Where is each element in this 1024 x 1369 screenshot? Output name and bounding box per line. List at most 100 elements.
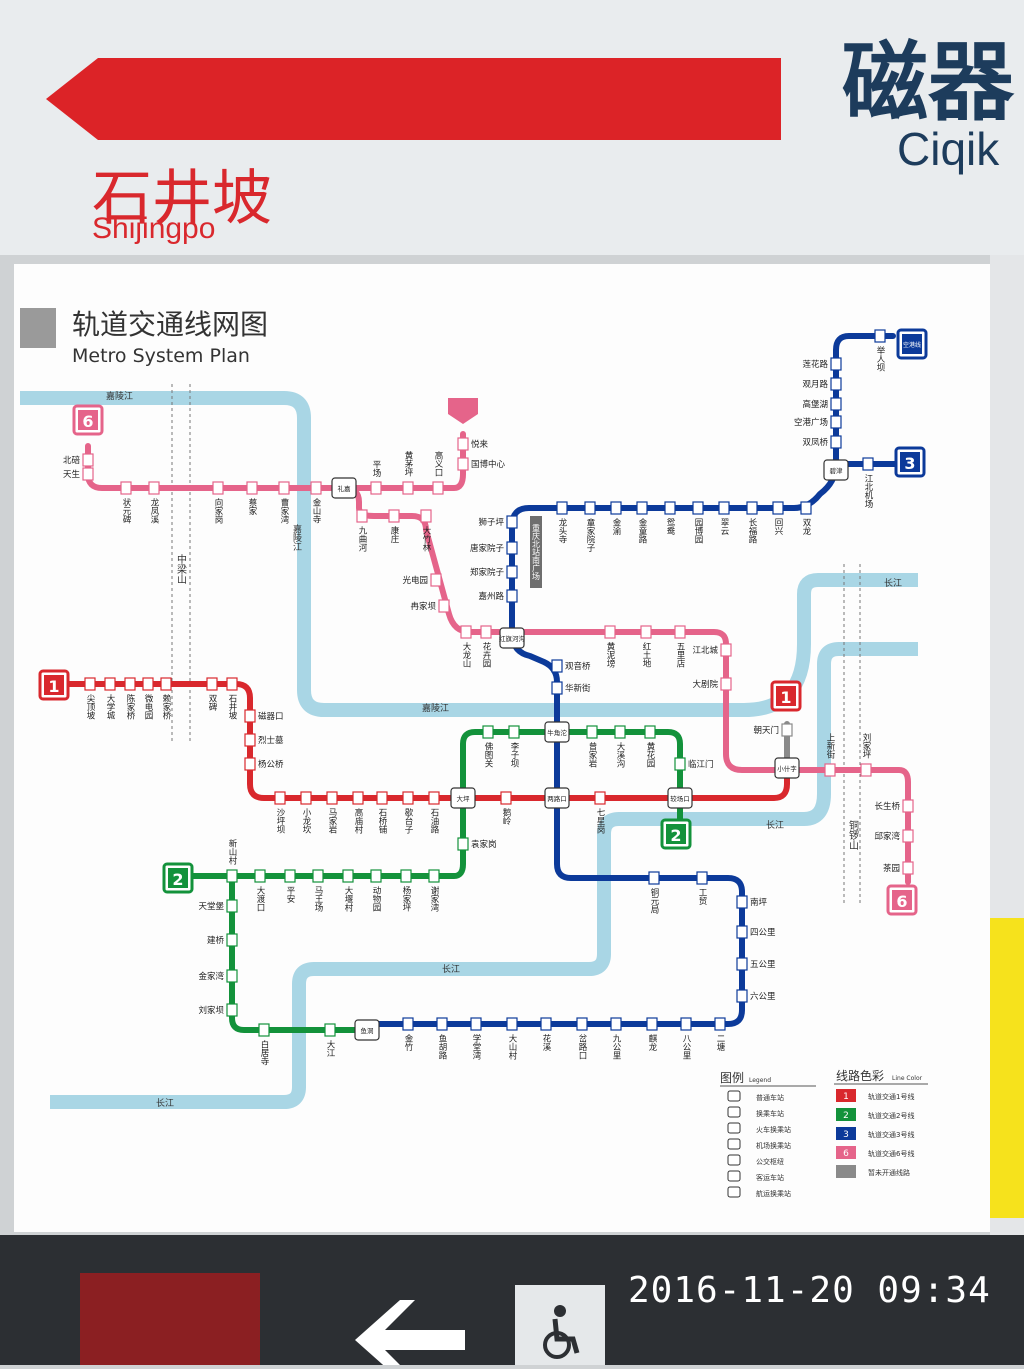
station-15: 康庄 <box>388 509 400 544</box>
station-92: 五公里 <box>736 957 776 971</box>
svg-text:普通车站: 普通车站 <box>756 1093 784 1102</box>
station-9: 黄茅坪 <box>402 450 414 495</box>
svg-text:公交枢纽: 公交枢纽 <box>756 1157 784 1166</box>
station-89: 八公里 <box>680 1017 692 1060</box>
svg-text:高庙村: 高庙村 <box>353 807 363 833</box>
mountain-label: 中梁山 <box>175 553 187 584</box>
station-66: 谢家湾 <box>428 869 440 912</box>
svg-text:石井坡: 石井坡 <box>227 694 237 720</box>
svg-text:唐家院子: 唐家院子 <box>470 543 505 554</box>
svg-text:火车换乘站: 火车换乘站 <box>756 1125 791 1134</box>
station-49: 高庙村 <box>352 791 364 834</box>
svg-text:2: 2 <box>670 826 681 845</box>
station-3: 龙凤溪 <box>148 481 160 524</box>
station-22: 观音桥 <box>551 659 591 673</box>
station-69: 大堰村 <box>342 869 354 912</box>
station-112: 碧津 <box>823 459 849 481</box>
svg-text:两路口: 两路口 <box>547 794 567 803</box>
airport-line-badge: 空港线 <box>896 328 928 360</box>
svg-text:空港线: 空港线 <box>903 341 921 349</box>
station-50: 石桥铺 <box>376 791 388 834</box>
svg-text:1: 1 <box>843 1092 849 1102</box>
svg-text:白居寺: 白居寺 <box>259 1039 269 1065</box>
station-33: 长生桥 <box>874 799 914 813</box>
station-88: 麒龙 <box>646 1017 658 1052</box>
svg-text:岔路口: 岔路口 <box>577 1033 587 1059</box>
legend-item: 机场换乘站 <box>727 1138 791 1150</box>
station-4: 向家岗 <box>212 481 224 524</box>
station-7: 金山寺 <box>310 481 322 524</box>
station-103: 童家院子 <box>584 501 596 552</box>
svg-text:七星岗: 七星岗 <box>595 808 605 834</box>
line-3-badge-airport: 3 <box>894 446 926 478</box>
svg-text:1: 1 <box>48 677 59 696</box>
station-71: 平安 <box>284 869 296 904</box>
line-6-badge-south: 6 <box>886 884 918 916</box>
svg-text:微电园: 微电园 <box>143 693 153 720</box>
station-62: 大溪沟 <box>614 725 626 768</box>
line-1 <box>55 681 790 801</box>
svg-text:五里店: 五里店 <box>675 642 685 668</box>
legend-title-en: Legend <box>749 1077 771 1084</box>
station-97: 狮子坪 <box>478 515 518 529</box>
svg-text:鸳鸯: 鸳鸯 <box>665 517 675 536</box>
svg-text:八公里: 八公里 <box>681 1034 691 1060</box>
svg-text:小什字: 小什字 <box>777 764 797 773</box>
station-38: 陈家桥 <box>124 677 136 720</box>
station-56: 七星岗 <box>594 791 606 834</box>
svg-text:6: 6 <box>82 412 93 431</box>
station-102: 龙头寺 <box>556 501 568 544</box>
svg-text:歇台子: 歇台子 <box>403 807 413 833</box>
current-station-name-cn: 石井坡 <box>92 164 272 234</box>
svg-text:天堂堡: 天堂堡 <box>198 901 224 912</box>
station-26: 五里店 <box>674 625 686 668</box>
line-1-badge-east: 1 <box>770 680 802 712</box>
line-6-badge-north: 6 <box>72 404 104 436</box>
svg-text:碧津: 碧津 <box>830 466 844 475</box>
station-41: 双碑 <box>206 677 218 712</box>
line-color-title-en: Line Color <box>892 1075 923 1082</box>
svg-text:红旗河沟: 红旗河沟 <box>499 634 525 643</box>
station-106: 鸳鸯 <box>664 501 676 536</box>
station-21: 红旗河沟 <box>499 627 525 649</box>
station-35: 茶园 <box>883 861 914 875</box>
station-109: 长福路 <box>746 501 758 544</box>
station-110: 回兴 <box>772 501 784 536</box>
svg-text:九曲河: 九曲河 <box>357 526 367 552</box>
station-10: 高义口 <box>432 450 444 495</box>
svg-text:1: 1 <box>780 688 791 707</box>
svg-text:航运换乘站: 航运换乘站 <box>756 1189 791 1198</box>
station-23: 华新街 <box>551 681 591 695</box>
station-37: 大学城 <box>104 677 116 720</box>
svg-text:刘家坪: 刘家坪 <box>861 732 871 759</box>
station-77: 刘家坝 <box>198 1003 238 1017</box>
station-90: 二塘 <box>714 1017 726 1052</box>
river-label: 长江 <box>442 963 460 975</box>
station-111: 双龙 <box>800 501 812 536</box>
svg-text:建桥: 建桥 <box>207 935 225 946</box>
station-105: 金童路 <box>636 501 648 544</box>
station-93: 四公里 <box>736 925 776 939</box>
svg-text:园博园: 园博园 <box>693 518 703 544</box>
station-51: 歇台子 <box>402 791 414 834</box>
station-73: 新山村 <box>226 838 238 883</box>
station-82: 鱼胡路 <box>436 1017 448 1060</box>
svg-text:茶园: 茶园 <box>883 863 900 874</box>
legend-item: 客运车站 <box>727 1170 784 1182</box>
station-2: 状元碑 <box>120 481 132 524</box>
svg-text:双碑: 双碑 <box>207 694 217 712</box>
lower-signage <box>0 1235 1024 1365</box>
red-panel <box>80 1273 260 1365</box>
svg-text:2: 2 <box>172 870 183 889</box>
station-11: 悦来 <box>457 437 489 451</box>
current-station-name-en: Shijingpo <box>92 212 216 245</box>
station-6: 曹家湾 <box>278 481 290 524</box>
svg-text:金竹: 金竹 <box>403 1033 413 1052</box>
svg-text:6: 6 <box>896 892 907 911</box>
svg-text:刘家坝: 刘家坝 <box>198 1005 224 1016</box>
line-2-badge-east: 2 <box>660 818 692 850</box>
station-95: 工贸 <box>696 871 708 906</box>
svg-text:尖顶坡: 尖顶坡 <box>85 693 95 720</box>
svg-text:嘉州路: 嘉州路 <box>478 591 504 602</box>
